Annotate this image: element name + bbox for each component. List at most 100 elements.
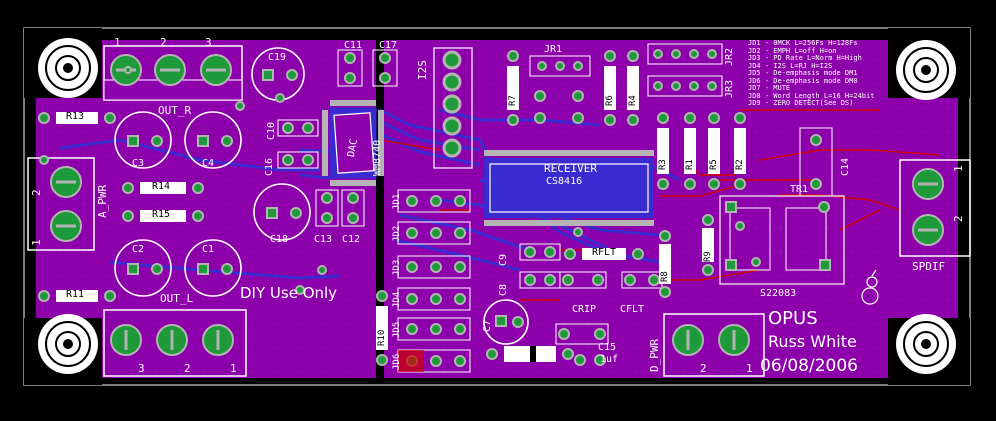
electrolytic-caps	[114, 47, 529, 345]
label-c18: C18	[270, 234, 289, 245]
legend-line: JD1 - 0MCK L=256Fs H=128Fs	[748, 39, 858, 47]
label-c13: C13	[314, 234, 333, 245]
label-wm8740: WM8740	[372, 139, 383, 176]
pin-2-out-l: 2	[184, 362, 191, 375]
label-c19: C19	[268, 52, 287, 63]
label-r15: R15	[152, 209, 171, 220]
label-c3: C3	[132, 158, 145, 169]
label-c4: C4	[202, 158, 215, 169]
label-c1: C1	[202, 244, 215, 255]
resistors	[38, 112, 644, 302]
label-c8: C8	[498, 283, 509, 296]
board-author: Russ White	[768, 332, 857, 351]
pin-1-spdif: 1	[952, 165, 965, 172]
legend-line: JD5 - De-emphasis mode DM1	[748, 69, 858, 77]
jumper-legend: JD1 - 0MCK L=256Fs H=128Fs JD2 - EMPH L=…	[748, 39, 894, 108]
label-r5: R5	[709, 159, 719, 170]
legend-line: JD2 - EMPH L=off H=on	[748, 46, 837, 55]
label-c10: C10	[266, 121, 277, 140]
label-r7: R7	[508, 95, 518, 106]
label-s22083: S22083	[760, 288, 797, 299]
pin-2-d-pwr: 2	[700, 362, 707, 375]
legend-line: JD7 - MUTE	[748, 84, 791, 92]
label-c7: C7	[482, 319, 493, 332]
label-jd6: JD6	[392, 353, 402, 370]
label-out-l: OUT_L	[160, 292, 194, 305]
terminal-out-l	[103, 309, 247, 377]
label-d-pwr: D_PWR	[648, 338, 661, 372]
pin-1-out-l: 1	[230, 362, 237, 375]
label-jr1: JR1	[544, 44, 563, 55]
jr-jumpers	[529, 43, 723, 124]
legend-line: JD9 - ZERO DETECT(See DS)	[748, 99, 854, 107]
label-receiver: RECEIVER	[544, 162, 597, 175]
ceramic-caps	[282, 52, 822, 366]
label-jr2: JR2	[724, 47, 735, 66]
label-crip: CRIP	[572, 304, 597, 315]
pin-2-spdif: 2	[952, 215, 965, 222]
board-date: 06/08/2006	[760, 356, 858, 376]
legend-line: JD3 - PD Rate L=Norm H=High	[748, 54, 862, 62]
pin-1-out-r: 1	[114, 36, 121, 49]
transformer	[719, 195, 845, 285]
vertical-resistors	[376, 50, 746, 366]
label-rflt: RFLT	[592, 247, 617, 258]
label-jd1: JD1	[392, 193, 402, 210]
label-r6: R6	[605, 95, 615, 106]
pear-logo	[861, 269, 879, 305]
board-note: DIY Use Only	[240, 284, 338, 302]
label-r11: R11	[66, 289, 85, 300]
label-r2: R2	[735, 159, 745, 170]
pin-3-out-r: 3	[205, 36, 212, 49]
label-i2s: I2S	[416, 60, 429, 80]
label-c11: C11	[344, 40, 363, 51]
label-out-r: OUT_R	[158, 104, 192, 117]
diode	[486, 346, 574, 362]
legend-line: JD8 - Word Length L=16 H=24bit	[748, 91, 875, 100]
pin-1-a-pwr: 1	[30, 239, 43, 246]
label-jd5: JD5	[392, 321, 402, 338]
terminal-a-pwr	[27, 157, 95, 251]
label-jd2: JD2	[392, 225, 402, 242]
label-a-pwr: A_PWR	[96, 184, 109, 218]
pin-2-a-pwr: 2	[30, 189, 43, 196]
label-tr1: TR1	[790, 184, 809, 195]
label-c17: C17	[379, 40, 398, 51]
top-traces	[379, 109, 941, 301]
jd-jumpers	[397, 189, 471, 373]
label-c12: C12	[342, 234, 361, 245]
pin-1-d-pwr: 1	[746, 362, 753, 375]
pin-2-out-r: 2	[160, 36, 167, 49]
label-jr3: JR3	[724, 79, 735, 98]
label-r14: R14	[152, 181, 171, 192]
label-jd4: JD4	[392, 291, 402, 308]
label-r4: R4	[628, 95, 638, 106]
label-c2: C2	[132, 244, 145, 255]
legend-line: JD6 - De-emphasis mode DM0	[748, 76, 858, 85]
vias	[39, 66, 761, 295]
label-c16: C16	[264, 157, 275, 176]
dac-chip	[322, 100, 384, 186]
cap-pads	[127, 69, 524, 328]
terminal-spdif	[899, 159, 971, 257]
receiver-chip	[484, 150, 654, 226]
label-jd3: JD3	[392, 259, 402, 276]
i2s-header	[433, 47, 473, 169]
label-c9: C9	[498, 253, 509, 266]
label-c14: C14	[840, 157, 851, 176]
label-r8: R8	[660, 271, 670, 282]
label-r10: R10	[377, 329, 387, 346]
label-cs8416: CS8416	[546, 176, 583, 187]
label-r3: R3	[658, 159, 668, 170]
label-spdif: SPDIF	[912, 260, 946, 273]
legend-line: JD4 - I2S L=RJ H=I2S	[748, 61, 833, 70]
label-r1: R1	[685, 159, 695, 170]
mounting-holes	[38, 38, 956, 374]
label-c15-value: 1uf	[600, 354, 619, 365]
board-name: OPUS	[768, 308, 818, 329]
cap-outlines	[277, 49, 833, 345]
label-r9: R9	[703, 251, 713, 262]
label-c15: C15	[598, 342, 617, 353]
